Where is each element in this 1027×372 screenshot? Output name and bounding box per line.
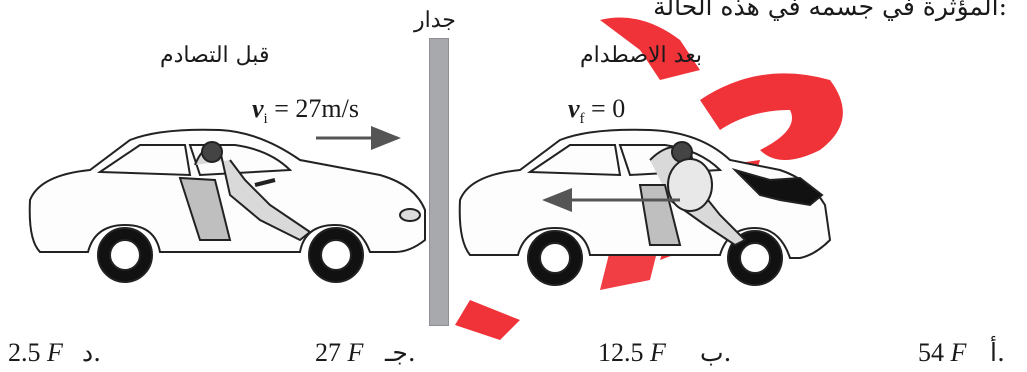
final-velocity-label: vf = 0 (568, 94, 626, 128)
option-d-letter: د. (82, 338, 102, 367)
option-a[interactable]: 54 F (918, 338, 967, 367)
option-c-letter: جـ. (385, 338, 416, 367)
option-d[interactable]: 2.5 F (8, 338, 63, 367)
option-b[interactable]: 12.5 F (598, 338, 666, 367)
option-b-letter: ب. (700, 338, 732, 367)
car-after-icon (458, 128, 832, 286)
car-before-icon (28, 128, 426, 283)
question-text: المؤثرة في جسمه في هذه الحالة: (653, 0, 1007, 21)
initial-velocity-label: vi = 27m/s (252, 94, 359, 128)
before-collision-label: قبل التصادم (160, 43, 270, 68)
option-c[interactable]: 27 F (315, 338, 364, 367)
option-a-letter: أ. (990, 338, 1005, 367)
wall-label: جدار (414, 8, 456, 33)
after-collision-label: بعد الاصطدام (580, 43, 702, 68)
wall (429, 38, 449, 326)
